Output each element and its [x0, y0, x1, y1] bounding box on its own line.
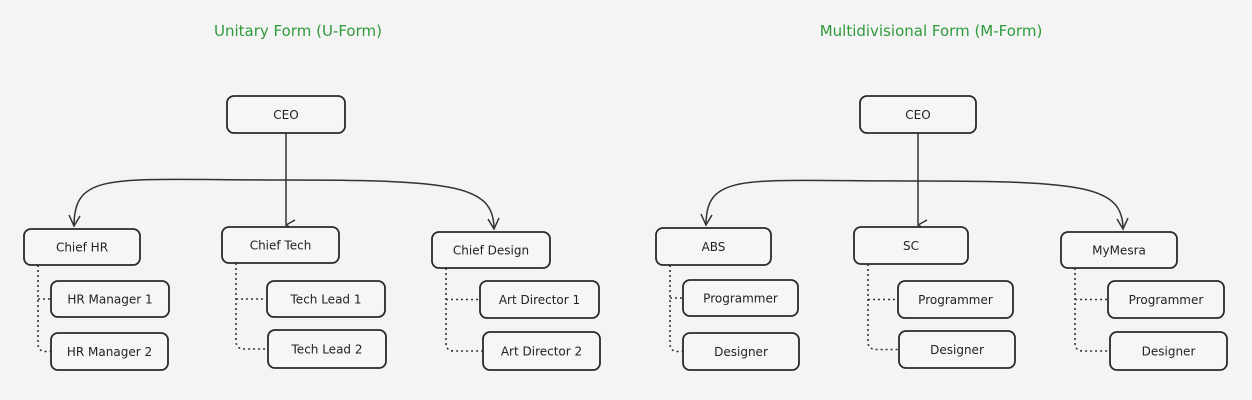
diagram-1: Multidivisional Form (M-Form) CEO ABS Progr…	[655, 22, 1228, 371]
arrow-branches	[73, 178, 495, 230]
arrow-head-left	[700, 213, 713, 227]
root-box-label: CEO	[905, 108, 930, 122]
root-box-shape	[859, 95, 977, 134]
unit-box: Chief Design	[431, 231, 551, 269]
dotted-connector	[1074, 268, 1110, 352]
dotted-connector	[235, 263, 268, 350]
unit-box-label: Chief Tech	[250, 239, 312, 253]
arrow-head-right	[487, 217, 500, 231]
dotted-connector	[445, 268, 483, 352]
diagram-title: Multidivisional Form (M-Form)	[820, 22, 1043, 40]
child-box: Tech Lead 1	[266, 280, 386, 318]
unit-box-label: MyMesra	[1092, 244, 1146, 258]
dotted-connector	[37, 265, 51, 353]
diagram-0: Unitary Form (U-Form) CEO Chief HR HR Manag…	[23, 22, 601, 371]
unit-box-label: Chief HR	[56, 241, 108, 255]
child-box-label: Programmer	[918, 293, 993, 307]
dotted-connector	[867, 264, 899, 351]
child-box-label: Art Director 1	[499, 293, 580, 307]
child-box-shape	[479, 280, 600, 319]
root-box-shape	[226, 95, 346, 134]
root-box-label: CEO	[273, 108, 298, 122]
child-box-shape	[1107, 280, 1225, 319]
child-box-label: Programmer	[703, 292, 778, 306]
unit-box-shape	[23, 228, 141, 266]
unit-box: Chief Tech	[221, 226, 340, 264]
child-box-shape	[50, 280, 170, 318]
arrow-head-right	[1116, 217, 1129, 231]
child-box: HR Manager 1	[50, 280, 170, 318]
child-box-label: Designer	[714, 345, 768, 359]
child-box: Art Director 1	[479, 280, 600, 319]
child-box-label: Art Director 2	[501, 345, 582, 359]
unit-box-shape	[221, 226, 340, 264]
child-box-shape	[682, 279, 799, 317]
child-box: Programmer	[1107, 280, 1225, 319]
child-box: Programmer	[897, 280, 1014, 319]
child-box: Designer	[682, 332, 800, 371]
unit-box-label: Chief Design	[453, 244, 529, 258]
child-box-shape	[1109, 331, 1228, 371]
child-box-shape	[897, 280, 1014, 319]
unit-box-shape	[655, 227, 772, 266]
child-box-label: Designer	[1142, 345, 1196, 359]
arrow-head-left	[68, 214, 81, 228]
unit-box-shape	[431, 231, 551, 269]
child-box-label: Tech Lead 1	[290, 293, 362, 307]
child-box-shape	[266, 280, 386, 318]
root-box: CEO	[226, 95, 346, 134]
unit-box-shape	[853, 226, 969, 265]
unit-0: Chief HR HR Manager 1 HR Manager 2	[23, 228, 170, 371]
child-box-shape	[682, 332, 800, 371]
diagram-title: Unitary Form (U-Form)	[214, 22, 382, 40]
child-box-label: HR Manager 1	[67, 293, 152, 307]
unit-box-label: SC	[903, 239, 919, 253]
child-box-shape	[482, 331, 601, 371]
child-box: Designer	[898, 330, 1016, 369]
unit-box-shape	[1060, 231, 1178, 269]
child-box-label: HR Manager 2	[67, 345, 152, 359]
child-box-label: Tech Lead 2	[291, 343, 363, 357]
root-box: CEO	[859, 95, 977, 134]
child-box: HR Manager 2	[50, 332, 169, 371]
child-box-shape	[267, 329, 387, 369]
unit-box: SC	[853, 226, 969, 265]
child-box: Art Director 2	[482, 331, 601, 371]
unit-box-label: ABS	[702, 240, 726, 254]
dotted-connector	[669, 265, 683, 353]
child-box-shape	[50, 332, 169, 371]
child-box: Tech Lead 2	[267, 329, 387, 369]
unit-box: MyMesra	[1060, 231, 1178, 269]
child-box: Designer	[1109, 331, 1228, 371]
child-box-label: Programmer	[1129, 293, 1204, 307]
unit-box: Chief HR	[23, 228, 141, 266]
child-box-label: Designer	[930, 343, 984, 357]
child-box-shape	[898, 330, 1016, 369]
arrow-branches	[705, 179, 1124, 230]
child-box: Programmer	[682, 279, 799, 317]
unit-box: ABS	[655, 227, 772, 266]
